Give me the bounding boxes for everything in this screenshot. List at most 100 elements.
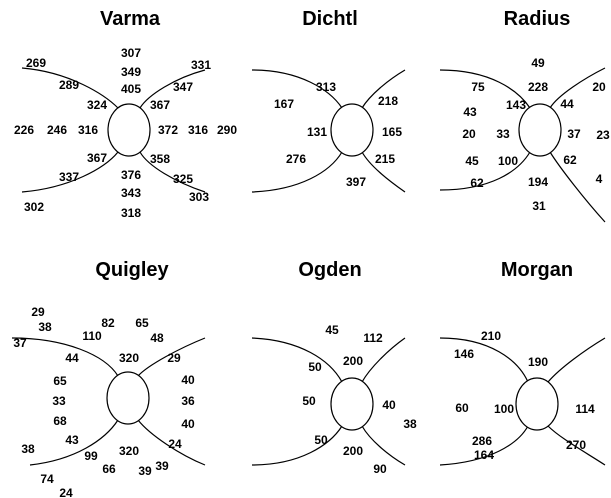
connector-curve (21, 151, 119, 193)
value-label: 146 (454, 347, 474, 361)
value-label: 48 (150, 331, 164, 345)
value-label: 343 (121, 186, 141, 200)
connector-curve (139, 151, 206, 193)
value-label: 75 (471, 80, 485, 94)
value-label: 100 (498, 154, 518, 168)
connector-curve (439, 337, 529, 383)
connector-curve (21, 67, 119, 109)
value-label: 39 (155, 459, 169, 473)
value-label: 65 (135, 316, 149, 330)
panel-title-ogden: Ogden (298, 259, 361, 281)
value-label: 62 (563, 153, 577, 167)
value-label: 313 (316, 80, 336, 94)
value-label: 316 (188, 123, 208, 137)
panel-title-dichtl: Dichtl (302, 8, 358, 30)
value-label: 165 (382, 125, 402, 139)
connector-curve (251, 151, 343, 193)
value-label: 44 (65, 351, 79, 365)
value-label: 31 (532, 199, 546, 213)
value-label: 164 (474, 448, 494, 462)
value-label: 307 (121, 46, 141, 60)
value-label: 68 (53, 414, 67, 428)
value-label: 37 (13, 336, 27, 350)
value-label: 190 (528, 355, 548, 369)
value-label: 246 (47, 123, 67, 137)
value-label: 62 (470, 176, 484, 190)
value-label: 325 (173, 172, 193, 186)
connector-curve (361, 425, 406, 466)
value-label: 60 (455, 401, 469, 415)
value-label: 24 (168, 437, 182, 451)
value-label: 24 (59, 486, 73, 498)
value-label: 316 (78, 123, 98, 137)
connector-curve (11, 337, 119, 377)
value-label: 40 (382, 398, 396, 412)
value-label: 320 (119, 351, 139, 365)
value-label: 289 (59, 78, 79, 92)
value-label: 100 (494, 402, 514, 416)
center-node (106, 371, 150, 425)
connector-curve (251, 425, 343, 466)
value-label: 405 (121, 82, 141, 96)
connector-curve (439, 425, 529, 466)
value-label: 23 (596, 128, 610, 142)
value-label: 286 (472, 434, 492, 448)
panel-title-quigley: Quigley (95, 259, 169, 281)
value-label: 228 (528, 80, 548, 94)
value-label: 45 (465, 154, 479, 168)
value-label: 38 (403, 417, 417, 431)
value-label: 20 (592, 80, 606, 94)
value-label: 45 (325, 323, 339, 337)
value-label: 131 (307, 125, 327, 139)
value-label: 112 (363, 331, 383, 345)
connector-curve (549, 67, 606, 109)
value-label: 4 (596, 172, 603, 186)
value-label: 82 (101, 316, 115, 330)
connector-curve (361, 69, 406, 109)
value-label: 347 (173, 80, 193, 94)
value-label: 337 (59, 170, 79, 184)
connector-curve (439, 151, 531, 191)
value-label: 318 (121, 206, 141, 220)
value-label: 358 (150, 152, 170, 166)
center-node (330, 377, 374, 431)
value-label: 270 (566, 438, 586, 452)
connector-curve (547, 425, 606, 466)
value-label: 33 (52, 394, 66, 408)
value-label: 65 (53, 374, 67, 388)
value-label: 36 (181, 394, 195, 408)
value-label: 331 (191, 58, 211, 72)
value-label: 324 (87, 98, 107, 112)
value-label: 372 (158, 123, 178, 137)
value-label: 320 (119, 444, 139, 458)
panel-title-varma: Varma (100, 8, 161, 30)
value-label: 367 (150, 98, 170, 112)
value-label: 38 (21, 442, 35, 456)
value-label: 33 (496, 127, 510, 141)
value-label: 200 (343, 354, 363, 368)
value-label: 43 (65, 433, 79, 447)
value-label: 39 (138, 464, 152, 478)
value-label: 215 (375, 152, 395, 166)
connector-curve (549, 151, 606, 223)
value-label: 397 (346, 175, 366, 189)
value-label: 210 (481, 329, 501, 343)
value-label: 44 (560, 97, 574, 111)
value-label: 40 (181, 373, 195, 387)
connector-curve (137, 337, 206, 377)
center-node (107, 103, 151, 157)
value-label: 29 (31, 305, 45, 319)
connector-curve (361, 151, 406, 193)
value-label: 367 (87, 151, 107, 165)
connector-curve (251, 69, 343, 109)
value-label: 50 (302, 394, 316, 408)
connector-curve (251, 337, 343, 383)
value-label: 74 (40, 472, 54, 486)
connector-curve (547, 337, 606, 383)
value-label: 90 (373, 462, 387, 476)
